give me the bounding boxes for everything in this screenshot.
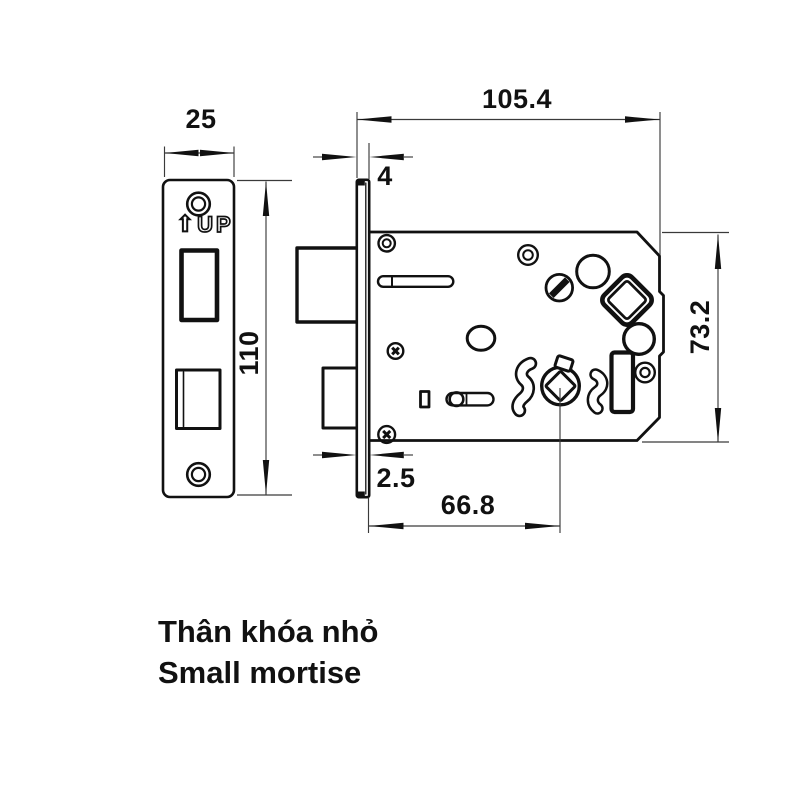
- up-marking: ⇧ UP: [175, 211, 234, 238]
- faceplate-edge: [355, 178, 371, 499]
- spindle-follower-inner: [607, 280, 647, 320]
- slotted-screw: [544, 273, 575, 303]
- cylinder-follower-square: [544, 370, 577, 402]
- caption-vietnamese: Thân khóa nhỏ: [158, 614, 379, 649]
- lower-slot: [445, 391, 495, 407]
- hub-hole: [575, 253, 611, 290]
- up-arrow-icon: ⇧: [175, 211, 196, 238]
- dimension-arrows: [164, 116, 722, 530]
- dim-label-faceplate-width: 25: [185, 104, 217, 134]
- dim-label-faceplate-height: 110: [234, 330, 264, 376]
- case-screw-top-mid: [517, 243, 540, 266]
- caption: Thân khóa nhỏ Small mortise: [158, 611, 378, 693]
- upper-slot: [376, 275, 455, 289]
- caption-english: Small mortise: [158, 655, 362, 690]
- phillips-screw-bottom: [377, 424, 397, 445]
- deadbolt-opening: [175, 368, 222, 430]
- dim-label-plate-total-thickness: 4: [377, 161, 393, 191]
- dim-label-body-height: 73.2: [685, 299, 715, 355]
- faceplate-front-view: [161, 178, 236, 499]
- phillips-screw-mid: [386, 342, 405, 361]
- screw-hole-bottom: [185, 461, 212, 488]
- dim-label-backset: 66.8: [440, 490, 496, 520]
- screw-hole-top: [185, 191, 212, 217]
- small-post: [419, 390, 431, 409]
- case-screw-top-left: [377, 233, 397, 253]
- dim-label-body-length: 105.4: [481, 84, 553, 114]
- dead-bolt: [321, 366, 360, 430]
- bolt-guide: [609, 350, 636, 415]
- up-label: UP: [196, 212, 234, 238]
- latch-bolt: [295, 246, 360, 324]
- center-hole: [465, 324, 497, 352]
- lock-body-side-view: [295, 178, 665, 499]
- latch-opening: [179, 248, 220, 323]
- stop-circle: [622, 322, 657, 357]
- case-screw-right: [634, 361, 657, 384]
- dim-label-plate-thickness: 2.5: [376, 463, 416, 493]
